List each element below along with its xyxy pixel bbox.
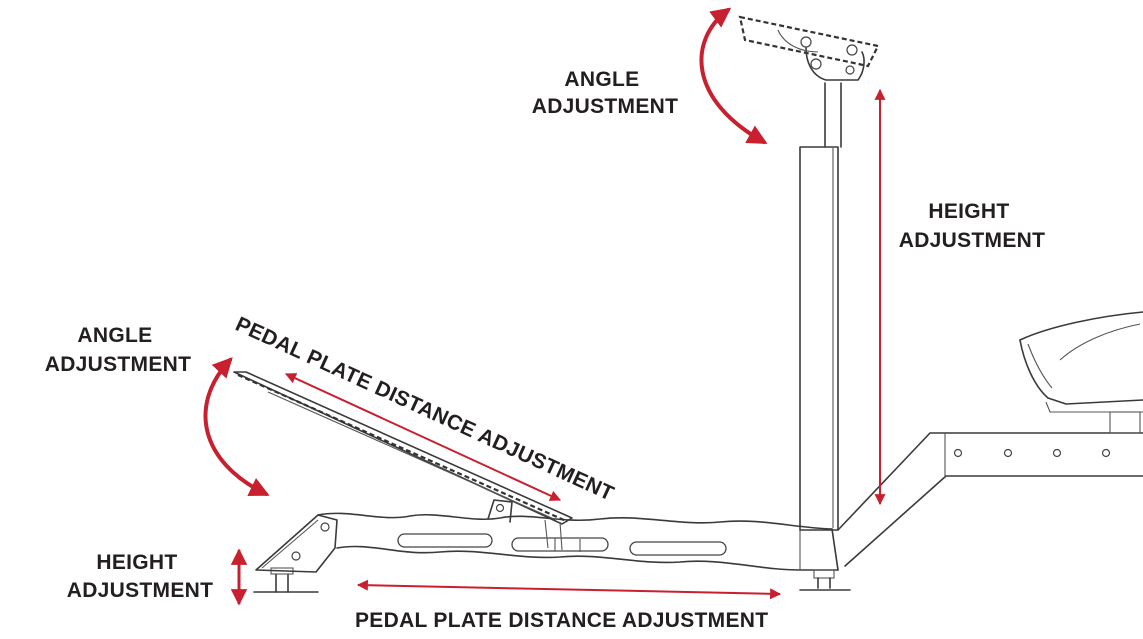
- pedal-plate-diagonal-arrow: [285, 373, 561, 501]
- adjustment-arrows: [203, 7, 886, 606]
- bottom-height-label: HEIGHT ADJUSTMENT: [67, 551, 214, 602]
- left-angle-arrow: [203, 357, 270, 497]
- seat: [1019, 311, 1143, 434]
- wheel-stand-line-art: [233, 15, 1143, 593]
- left-angle-label: ANGLE ADJUSTMENT: [45, 324, 192, 376]
- wheel-mast: [799, 82, 842, 531]
- wheel-mount-plate: [738, 15, 880, 81]
- seat-connector-arm: [837, 432, 1143, 567]
- top-angle-arrow: [699, 7, 768, 144]
- top-height-label: HEIGHT ADJUSTMENT: [899, 200, 1046, 252]
- front-bracket: [255, 514, 338, 573]
- base-frame: [317, 512, 839, 571]
- rear-foot: [799, 569, 851, 591]
- pedal-plate-bottom-label: PEDAL PLATE DISTANCE ADJUSTMENT: [355, 609, 768, 632]
- pedal-plate-diagonal-label: PEDAL PLATE DISTANCE ADJUSTMENT: [232, 313, 617, 506]
- pedal-plate-bottom-arrow: [356, 579, 782, 600]
- top-angle-label: ANGLE ADJUSTMENT: [532, 68, 679, 118]
